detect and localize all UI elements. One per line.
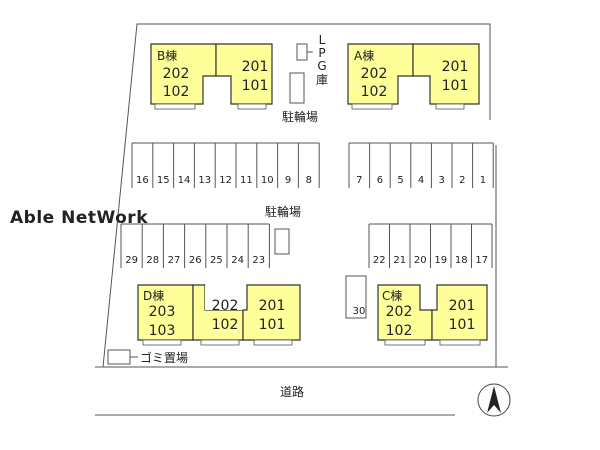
unit-label: 102 xyxy=(212,317,239,333)
unit-label: 202 xyxy=(163,66,190,82)
garbage-area: ゴミ置場 xyxy=(107,349,188,365)
parking-number: 26 xyxy=(189,255,202,266)
parking-number: 10 xyxy=(261,175,274,186)
bike-parking-2: 駐輪場 xyxy=(265,204,301,255)
parking-row-1-right: 7 6 5 4 3 2 1 xyxy=(348,142,494,188)
parking-number: 6 xyxy=(377,175,383,186)
parking-number: 13 xyxy=(198,175,211,186)
lpg-label: 庫 xyxy=(316,73,328,87)
parking-number: 20 xyxy=(414,255,427,266)
parking-number: 5 xyxy=(397,175,403,186)
building-a: A棟 202 102 201 101 xyxy=(347,43,480,110)
parking-number: 15 xyxy=(157,175,170,186)
building-c-label: C棟 xyxy=(382,288,402,303)
parking-number: 7 xyxy=(356,175,362,186)
parking-number: 4 xyxy=(418,175,424,186)
parking-row-2-right: 22 21 20 19 18 17 xyxy=(368,223,493,268)
parking-number: 19 xyxy=(434,255,447,266)
parking-number: 17 xyxy=(475,255,488,266)
unit-label: 101 xyxy=(259,317,286,333)
parking-number: 9 xyxy=(285,175,291,186)
parking-number: 29 xyxy=(125,255,138,266)
building-c-right-outline xyxy=(431,284,488,341)
bike-parking-1: 駐輪場 xyxy=(282,72,318,124)
bike-parking-label: 駐輪場 xyxy=(265,204,301,219)
garbage-label: ゴミ置場 xyxy=(140,350,188,365)
building-b: B棟 202 102 201 101 xyxy=(150,43,273,110)
parking-number: 11 xyxy=(240,175,253,186)
lpg-storage: L P G 庫 xyxy=(296,33,328,87)
unit-label: 101 xyxy=(242,78,269,94)
building-a-right-outline xyxy=(412,43,480,105)
unit-label: 201 xyxy=(442,59,469,75)
site-boundary xyxy=(102,23,497,368)
unit-label: 201 xyxy=(449,298,476,314)
unit-label: 102 xyxy=(386,323,413,339)
building-d-label: D棟 xyxy=(143,288,164,303)
parking-space: 30 xyxy=(345,275,367,319)
building-d: D棟 203 103 202 102 201 101 xyxy=(137,284,301,346)
parking-row-1-left: 16 15 14 13 12 11 10 9 8 xyxy=(131,142,320,188)
building-d-right-outline xyxy=(205,285,247,310)
building-c: C棟 202 102 201 101 xyxy=(377,284,488,346)
parking-number: 8 xyxy=(306,175,312,186)
parking-number: 23 xyxy=(252,255,265,266)
unit-label: 101 xyxy=(449,317,476,333)
parking-number: 12 xyxy=(219,175,232,186)
unit-label: 101 xyxy=(442,78,469,94)
parking-number: 25 xyxy=(210,255,223,266)
unit-label: 201 xyxy=(242,59,269,75)
lpg-label: P xyxy=(318,46,325,60)
unit-label: 201 xyxy=(259,298,286,314)
unit-label: 102 xyxy=(163,84,190,100)
road xyxy=(95,366,508,416)
parking-number: 18 xyxy=(455,255,468,266)
parking-number: 21 xyxy=(393,255,406,266)
lpg-label: L xyxy=(319,33,326,47)
building-d-right-outline xyxy=(242,284,301,341)
building-b-label: B棟 xyxy=(157,48,177,63)
parking-number: 1 xyxy=(480,175,486,186)
unit-label: 203 xyxy=(149,304,176,320)
unit-label: 202 xyxy=(386,304,413,320)
building-a-label: A棟 xyxy=(354,48,374,63)
unit-label: 202 xyxy=(212,298,239,314)
parking-number: 16 xyxy=(136,175,149,186)
lpg-label: G xyxy=(317,59,326,73)
parking-number: 22 xyxy=(373,255,386,266)
parking-number: 3 xyxy=(439,175,445,186)
parking-number: 24 xyxy=(231,255,244,266)
parking-number: 28 xyxy=(146,255,159,266)
parking-number: 27 xyxy=(168,255,181,266)
unit-label: 102 xyxy=(361,84,388,100)
building-b-right-outline xyxy=(215,43,273,105)
unit-label: 103 xyxy=(149,323,176,339)
road-label: 道路 xyxy=(280,384,304,399)
parking-number: 14 xyxy=(178,175,191,186)
parking-number: 2 xyxy=(459,175,465,186)
north-arrow-icon xyxy=(477,383,511,417)
bike-parking-label: 駐輪場 xyxy=(282,109,318,124)
parking-row-2-left: 29 28 27 26 25 24 23 xyxy=(120,223,270,268)
unit-label: 202 xyxy=(361,66,388,82)
parking-number: 30 xyxy=(353,306,366,317)
watermark: Able NetWork xyxy=(10,208,148,228)
